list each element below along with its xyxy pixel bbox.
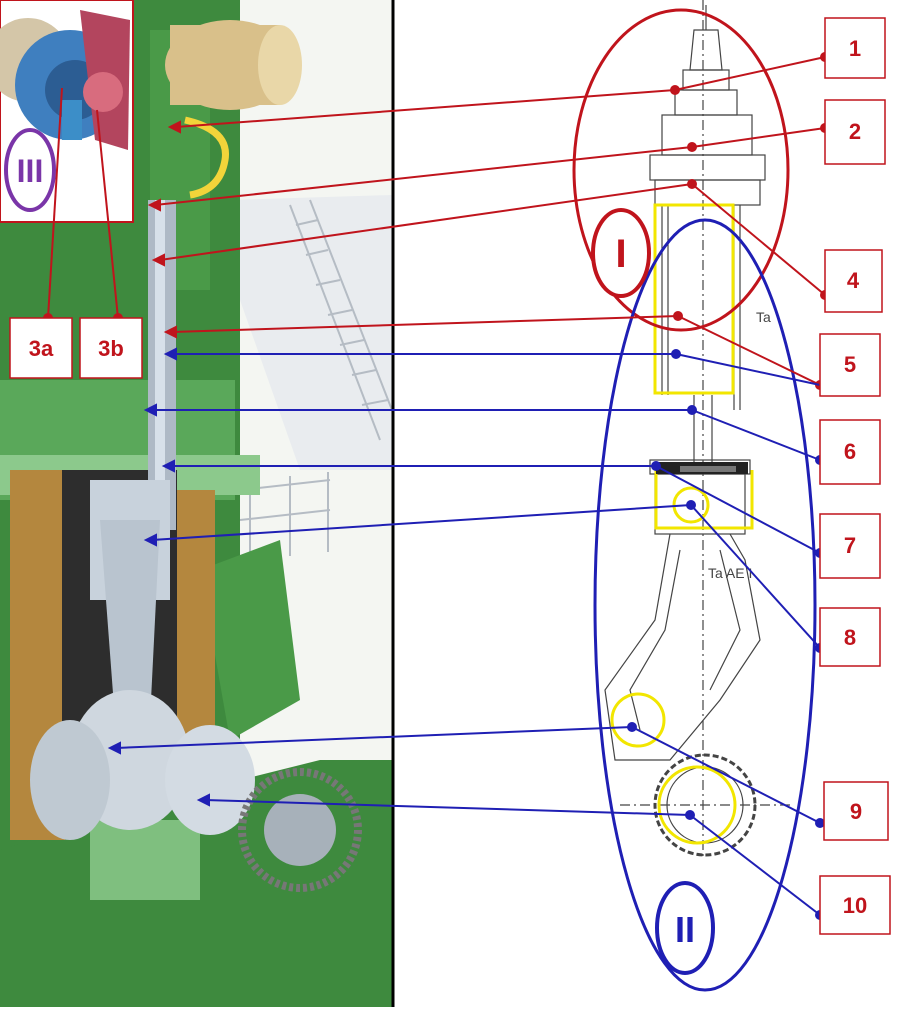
main-journal-highlight <box>657 765 737 845</box>
label-box-10 <box>819 875 891 935</box>
label-box-1 <box>824 17 886 79</box>
group-ii-ellipse <box>593 218 817 992</box>
label-4: 4 <box>847 268 860 293</box>
group-iii-badge <box>4 128 56 212</box>
label-9: 9 <box>850 799 862 824</box>
label-box-9 <box>823 781 889 841</box>
group-i-badge <box>591 208 651 298</box>
crosshead-pin-highlight <box>672 486 710 524</box>
yellow-highlights <box>610 203 754 845</box>
crankpin-highlight <box>610 692 666 748</box>
group-ii-badge <box>655 881 715 975</box>
label-box-4 <box>824 249 883 313</box>
label-box-2 <box>824 99 886 165</box>
red-callout-lines <box>47 56 826 386</box>
label-2: 2 <box>849 119 861 144</box>
label-box-7 <box>819 513 881 579</box>
label-3b: 3b <box>98 336 124 361</box>
drawing-annotations: Ta Ta AE I <box>708 309 771 581</box>
label-box-5 <box>819 333 881 397</box>
crosshead-inner-bar <box>680 466 736 472</box>
label-box-3b <box>79 317 143 379</box>
blue-dots <box>627 349 825 920</box>
label-boxes: 1 2 4 5 6 7 8 9 10 3a 3b <box>9 17 891 935</box>
group-iii-label: III <box>17 153 44 189</box>
group-i-ellipse <box>572 8 790 332</box>
label-box-8 <box>819 607 881 667</box>
label-1: 1 <box>849 36 861 61</box>
label-6: 6 <box>844 439 856 464</box>
label-7: 7 <box>844 533 856 558</box>
label-box-3a <box>9 317 73 379</box>
label-10: 10 <box>843 893 867 918</box>
crosshead-highlight <box>654 470 754 530</box>
label-3a: 3a <box>29 336 54 361</box>
label-5: 5 <box>844 352 856 377</box>
engine-illustration <box>0 0 393 1007</box>
blue-callout-lines <box>107 347 821 916</box>
staircase <box>289 199 393 441</box>
drawing-text-ta: Ta <box>756 309 771 325</box>
label-8: 8 <box>844 625 856 650</box>
drawing-text-ta-ae: Ta AE I <box>708 565 752 581</box>
label-box-6 <box>819 419 881 485</box>
group-ii-label: II <box>675 909 695 950</box>
group-i-label: I <box>615 232 626 276</box>
liner-highlight <box>653 203 735 395</box>
